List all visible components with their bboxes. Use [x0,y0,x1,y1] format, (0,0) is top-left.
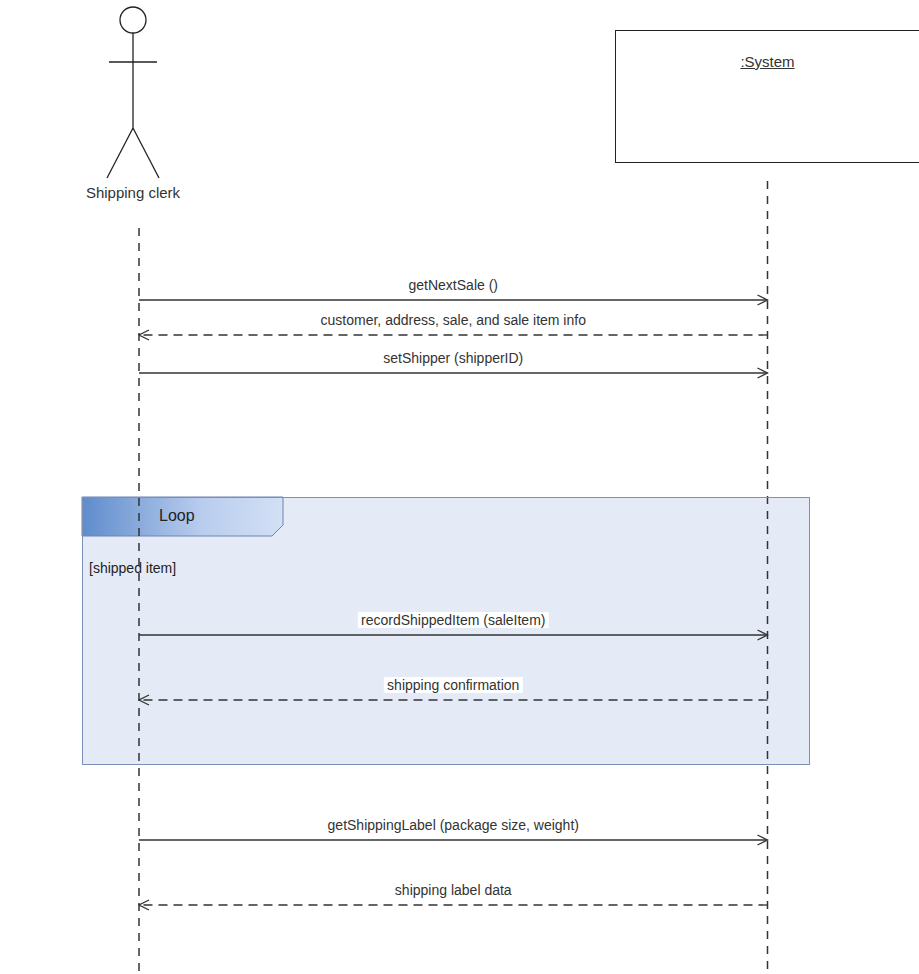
message-label: getShippingLabel (package size, weight) [325,817,582,833]
lifeline-head-box: :System [615,30,919,163]
fragment-operator: Loop [159,507,195,525]
message-label: customer, address, sale, and sale item i… [318,312,589,328]
actor: Shipping clerk [58,0,220,210]
actor-figure [58,0,208,210]
message-arrow [139,372,768,373]
loop-fill [82,497,810,765]
message-label: recordShippedItem (saleItem) [358,612,548,628]
guard-condition: [shipped item] [89,560,176,576]
message-label: getNextSale () [406,277,501,293]
return-message [139,904,768,905]
message-label: shipping label data [392,882,515,898]
loop-fragment: Loop [shipped item] [82,497,810,765]
message-label: setShipper (shipperID) [380,350,526,366]
return-message [139,699,768,700]
actor-name: Shipping clerk [58,184,208,201]
message-arrow [139,299,768,300]
message-arrow [139,634,768,635]
return-message [139,334,768,335]
lifeline [138,228,140,974]
loop-tab [82,497,283,536]
object-name: :System [616,53,919,70]
message-label: shipping confirmation [384,677,522,693]
message-arrow [139,839,768,840]
